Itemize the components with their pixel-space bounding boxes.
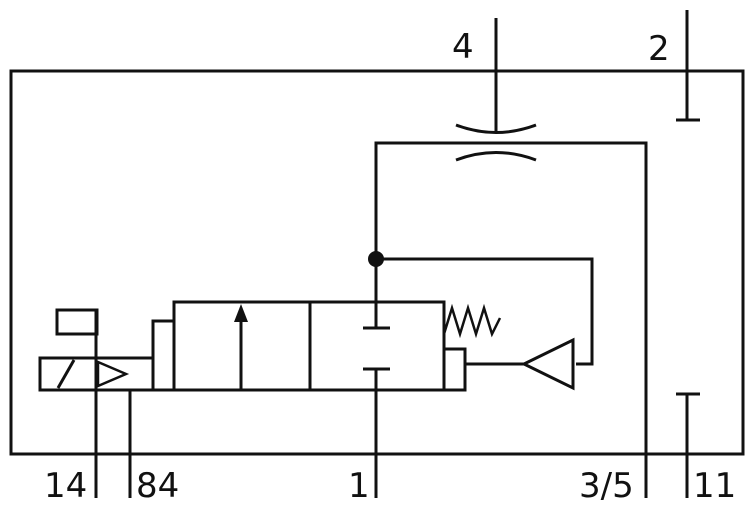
solenoid-slash [56,359,76,389]
exhaust-channel [374,141,648,498]
port-label-1: 1 [348,466,370,506]
restrictor-arc-upper [455,123,537,134]
port-label-14: 14 [44,466,87,506]
return-spring-icon [442,303,502,339]
pilot-triangle-icon [520,337,575,391]
port-label-11: 11 [693,466,736,506]
port-label-3-5: 3/5 [579,466,634,506]
port-label-2: 2 [648,29,670,69]
right-actuator-block [442,347,467,392]
port-label-84: 84 [136,466,179,506]
port-label-4: 4 [452,27,474,67]
pilot-line [376,257,594,366]
left-actuator-block [151,319,176,392]
solenoid-triangle-icon [96,360,130,388]
manual-override-icon [55,308,99,336]
restrictor-arc-lower [455,151,537,162]
flow-arrow-head [234,304,248,322]
